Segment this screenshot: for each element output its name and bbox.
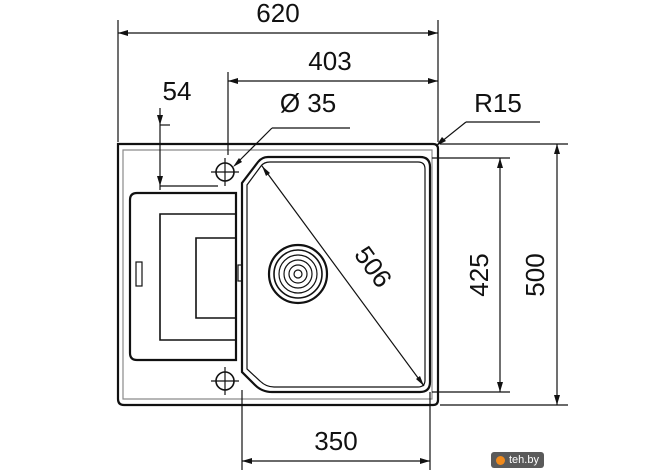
drainer-outer [128,191,238,362]
tap-hole-bottom [211,367,239,395]
dim-bowl-section-width-label: 403 [308,46,351,76]
sink-inner-rim [122,149,433,400]
teh-logo-icon [496,455,505,465]
dim-bowl-section-width [227,72,438,155]
drainer-recess [195,237,237,319]
drainer-inner [159,213,237,341]
dim-bowl-depth-label: 425 [464,253,494,296]
dim-corner-radius-label: R15 [474,88,522,118]
overflow-slot [237,264,243,282]
dim-drainer-offset-label: 54 [163,76,192,106]
bowl-inner-contour [246,161,426,388]
dim-tap-hole-label: Ø 35 [280,88,336,118]
dim-tap-hole [233,127,350,167]
tap-hole-top [211,158,239,186]
dim-bowl-depth [432,157,510,393]
tap-holes [211,158,239,395]
drain [267,243,329,305]
dim-bowl-width [241,390,431,470]
drainer-slot [135,261,143,287]
drainer [128,191,243,362]
watermark-text: teh.by [509,454,539,466]
dim-overall-depth [440,143,568,406]
watermark: teh.by [491,452,544,468]
dim-overall-width-label: 620 [256,0,299,28]
dim-drainer-offset [157,108,218,190]
bowl [240,155,432,394]
dim-bowl-diagonal [261,165,425,387]
bowl-contour [240,155,432,394]
dim-bowl-width-label: 350 [314,426,357,456]
dim-corner-radius [435,121,540,147]
dim-overall-depth-label: 500 [520,253,550,296]
dim-bowl-diagonal-label: 506 [348,240,398,293]
